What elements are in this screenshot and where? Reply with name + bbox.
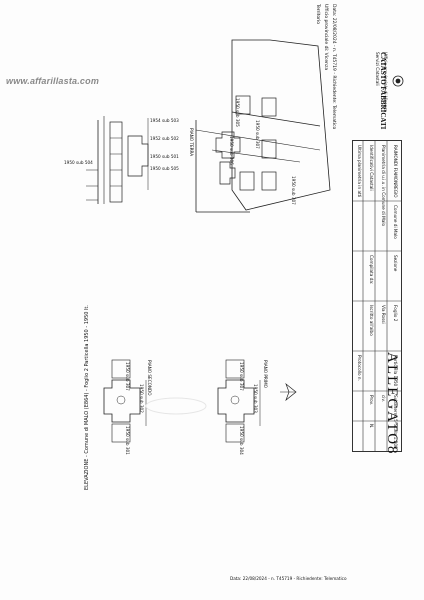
bottom-b2: 1950 sub 303 — [253, 384, 258, 413]
strip-label-4: 1950 sub 505 — [150, 166, 179, 171]
stair-symbol — [230, 395, 240, 405]
building-outline — [235, 95, 251, 115]
building-outline — [215, 131, 241, 159]
bottom-a1: 1950 sub 307 — [125, 362, 130, 391]
unit-plan-outline — [103, 379, 141, 423]
unit-plan-outline — [217, 379, 255, 423]
lot-label-right: 1950 sub 307 — [291, 176, 296, 205]
floor-label-terra: PIANO TERRA — [189, 128, 194, 157]
lot-label-top: 1950 sub 307 — [255, 120, 260, 149]
lot-label-mid1: 1950 sub 305 — [235, 98, 240, 127]
building-outline — [219, 161, 236, 185]
floor-label-secondo: PIANO SECONDO — [147, 360, 152, 396]
unit-plan-room — [111, 359, 131, 379]
building-outline — [261, 97, 277, 117]
stair-symbol — [116, 395, 126, 405]
cadastral-header-table: RAIMONDI FIAMONREGIO Comune di Malo Sezi… — [352, 140, 402, 452]
site-division-line — [195, 129, 321, 151]
building-outline — [239, 171, 255, 191]
catasto-seal-icon — [392, 72, 404, 87]
header-grid — [353, 141, 401, 451]
unit-plan-room — [111, 423, 131, 443]
north-arrow-icon — [280, 382, 297, 402]
strip-unit — [109, 121, 123, 203]
building-outline — [261, 139, 277, 159]
building-outline — [261, 171, 277, 191]
strip-label-1: 1954 sub 503 — [150, 118, 179, 123]
bottom-a3: 1950 sub 301 — [125, 426, 130, 455]
bottom-b3: 1950 sub 304 — [239, 426, 244, 455]
footer-request-line: Data: 22/08/2024 - n. T45719 - Richieden… — [230, 576, 347, 581]
lot-label-mid2: 1950 sub 306 — [229, 136, 234, 165]
bottom-a2: 1950 sub 302 — [139, 384, 144, 413]
site-watermark: www.affarillasta.com — [6, 76, 100, 86]
site-boundary — [231, 39, 331, 211]
strip-label-3: 1950 sub 501 — [150, 154, 179, 159]
strip-label-5: 1950 sub 504 — [64, 160, 93, 165]
unit-plan-room — [225, 423, 245, 443]
faint-watermark-shape — [145, 397, 207, 415]
bottom-b1: 1950 sub 307 — [239, 362, 244, 391]
strip-building — [127, 135, 149, 177]
unit-plan-room — [225, 359, 245, 379]
strip-label-2: 1952 sub 502 — [150, 136, 179, 141]
floor-label-primo: PIANO PRIMO — [263, 360, 268, 388]
site-division-line — [211, 149, 301, 163]
